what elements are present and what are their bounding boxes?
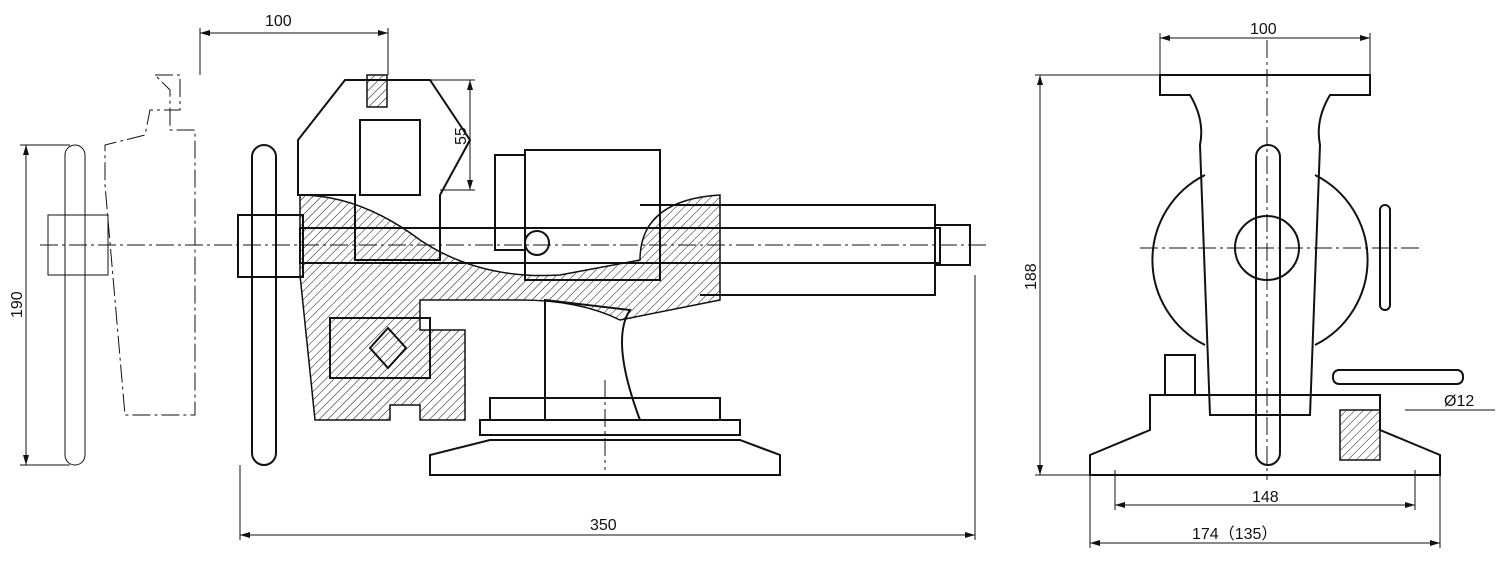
bolt-block <box>1164 354 1196 396</box>
svg-text:174（135）: 174（135） <box>1192 525 1277 543</box>
phantom-jaw <box>104 74 196 416</box>
base-section <box>1339 409 1381 461</box>
svg-text:100: 100 <box>265 13 292 30</box>
phantom-handle <box>47 144 109 466</box>
pedestal <box>489 298 721 421</box>
front-view: 100 188 Ø12 148 174（135） <box>1023 21 1495 548</box>
base-plate <box>429 439 781 476</box>
dim-base-width: 174（135） <box>1089 475 1441 548</box>
dim-jaw-height: 55 <box>430 79 475 191</box>
dim-handle-length: 190 <box>9 144 70 466</box>
dim-slot-diameter: Ø12 <box>1405 393 1495 411</box>
svg-text:190: 190 <box>9 291 26 318</box>
lower-cavity <box>329 317 431 379</box>
jaw-plate <box>359 119 421 196</box>
key-diamond <box>368 326 408 370</box>
lock-knob <box>524 230 550 256</box>
dim-overall-height: 188 <box>1023 74 1160 476</box>
swivel-disc <box>1151 174 1369 346</box>
svg-text:100: 100 <box>1250 21 1277 38</box>
side-lever <box>1379 204 1391 311</box>
front-base <box>1089 394 1441 476</box>
dim-overall-length: 350 <box>239 275 976 540</box>
body-section <box>299 194 721 421</box>
swivel-plate <box>479 419 741 436</box>
svg-text:148: 148 <box>1252 489 1279 506</box>
dim-bolt-spacing: 148 <box>1114 470 1416 510</box>
handle <box>237 144 304 466</box>
scale-plate <box>494 154 526 251</box>
dim-jaw-width-side: 100 <box>199 13 389 75</box>
jaw-insert <box>366 74 388 108</box>
dim-jaw-width-front: 100 <box>1159 21 1371 75</box>
svg-text:350: 350 <box>590 517 617 534</box>
svg-text:188: 188 <box>1023 263 1040 290</box>
front-body <box>1159 74 1371 416</box>
front-handle <box>1255 144 1281 466</box>
svg-text:Ø12: Ø12 <box>1444 393 1474 410</box>
svg-text:55: 55 <box>453 127 470 145</box>
side-view: 100 55 190 350 <box>9 13 990 540</box>
lock-lever <box>1332 369 1464 385</box>
